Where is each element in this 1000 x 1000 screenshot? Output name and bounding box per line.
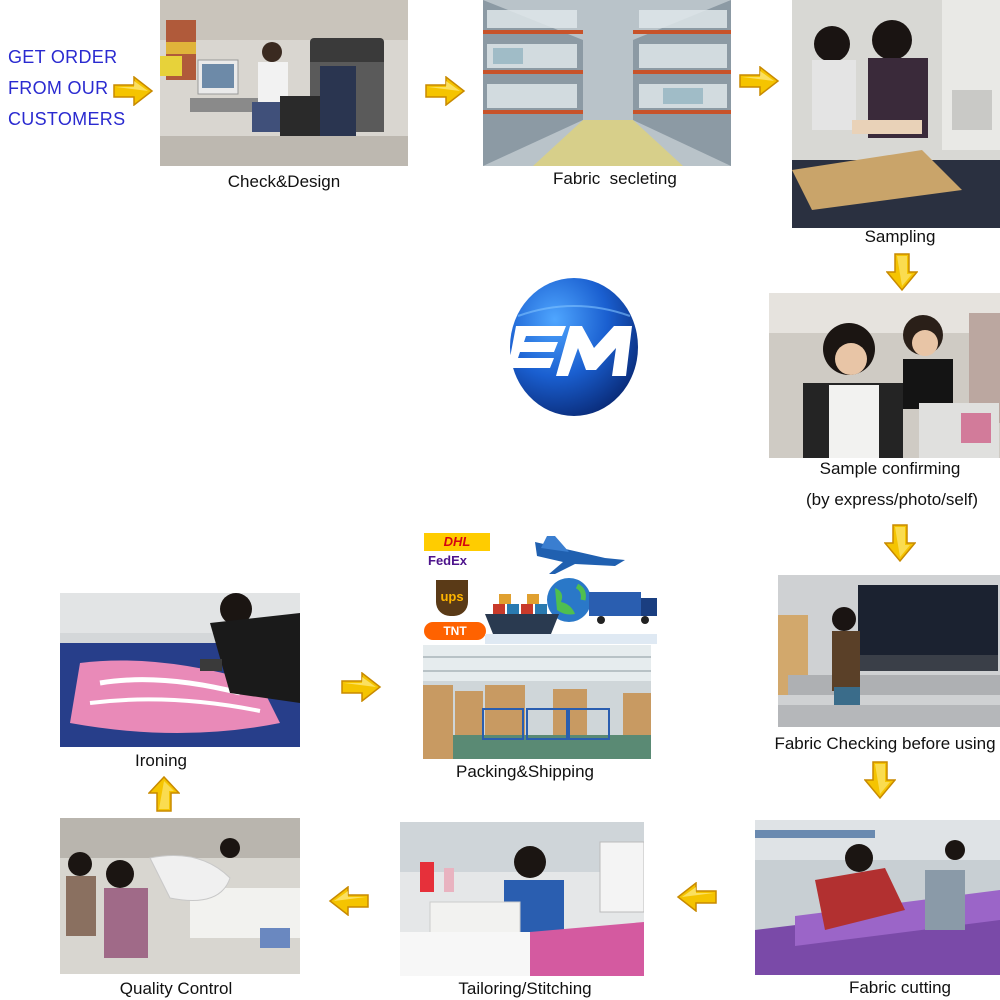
tailoring-photo (400, 822, 644, 976)
ups-logo-icon: ups (436, 580, 468, 616)
get-order-text: GET ORDER FROM OUR CUSTOMERS (8, 42, 125, 135)
tailoring-label: Tailoring/Stitching (458, 979, 592, 998)
quality-control-photo (60, 818, 300, 974)
sample-confirming-label: Sample confirming (819, 459, 961, 478)
ironing-photo (60, 593, 300, 747)
arrow-down-icon (864, 760, 896, 800)
tnt-logo-icon: TNT (424, 622, 486, 640)
arrow-right-icon (112, 76, 154, 106)
arrow-right-icon (424, 76, 466, 106)
fabric-selecting-label: Fabric secleting (553, 169, 677, 188)
packing-shipping-photo (423, 645, 651, 759)
sampling-label: Sampling (864, 227, 936, 246)
fabric-cutting-label: Fabric cutting (848, 978, 952, 997)
intro-line-3: CUSTOMERS (8, 109, 126, 129)
arrow-down-icon (886, 252, 918, 292)
sampling-photo (792, 0, 1000, 228)
sample-confirming-sublabel: (by express/photo/self) (806, 490, 978, 509)
intro-line-2: FROM OUR (8, 78, 109, 98)
arrow-right-icon (738, 66, 780, 96)
arrow-down-icon (884, 523, 916, 563)
arrow-up-icon (148, 775, 180, 813)
intro-line-1: GET ORDER (8, 47, 118, 67)
ironing-label: Ironing (135, 751, 187, 770)
fabric-selecting-photo (483, 0, 731, 166)
dhl-logo-icon: DHL (424, 533, 490, 551)
transport-illustration-icon (485, 530, 657, 644)
fabric-checking-photo (778, 575, 1000, 727)
packing-shipping-label: Packing&Shipping (456, 762, 594, 781)
fedex-logo-icon: FedEx (428, 553, 468, 568)
arrow-left-icon (676, 882, 718, 912)
arrow-left-icon (328, 886, 370, 916)
em-globe-logo-icon: EM (508, 276, 640, 418)
check-design-photo (160, 0, 408, 166)
fabric-checking-label: Fabric Checking before using (774, 734, 996, 753)
quality-control-label: Quality Control (119, 979, 233, 998)
check-design-label: Check&Design (227, 172, 341, 191)
fabric-cutting-photo (755, 820, 1000, 975)
sample-confirming-photo (769, 293, 1000, 458)
arrow-right-icon (340, 672, 382, 702)
